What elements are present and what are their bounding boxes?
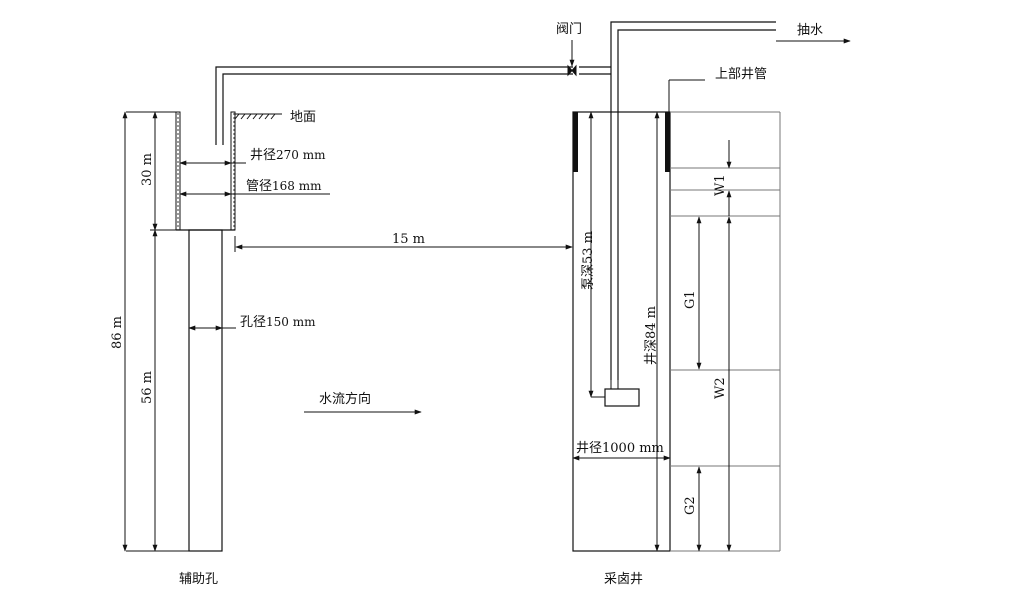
distance-label: 15 m (392, 232, 425, 247)
aux-well-diameter-label: 井径270 mm (250, 148, 326, 163)
ground-label: 地面 (290, 110, 316, 125)
upper-depth-label: 30 m (140, 153, 155, 186)
brine-well-body (572, 111, 671, 552)
lower-depth-label: 56 m (140, 371, 155, 404)
casing-diameter-value: 168 mm (272, 179, 322, 193)
layer-g1-label: G1 (683, 290, 698, 309)
brine-well (572, 79, 705, 552)
main-well-diameter-label: 井径1000 mm (576, 441, 664, 456)
aux-well-diameter-value: 270 mm (276, 148, 326, 162)
auxiliary-hole (122, 111, 330, 552)
pump-out-label: 抽水 (797, 23, 823, 38)
discharge-pipe (215, 21, 851, 380)
casing-diameter-text: 管径 (246, 179, 272, 194)
aux-well-diameter-text: 井径 (250, 148, 276, 163)
aux-lower-borehole (188, 229, 223, 552)
pump-depth-label: 泵深53 m (581, 231, 596, 290)
pump (604, 388, 640, 407)
valve-icon (567, 40, 577, 77)
total-depth-label: 86 m (110, 316, 125, 349)
upper-casing-label: 上部井管 (715, 67, 767, 82)
layer-g2-label: G2 (683, 496, 698, 515)
upper-casing-left (573, 112, 578, 172)
layer-w2-label: W2 (713, 377, 728, 399)
aux-upper-wall-right (230, 111, 236, 231)
casing-diameter-label: 管径168 mm (246, 179, 322, 194)
flow-direction-label: 水流方向 (319, 391, 371, 407)
hole-diameter-label: 孔径150 mm (240, 315, 316, 330)
valve-label: 阀门 (556, 22, 582, 37)
upper-casing-right (665, 112, 670, 172)
hole-diameter-value: 150 mm (266, 315, 316, 329)
well-depth-label: 井深84 m (644, 306, 659, 365)
brine-well-name: 采卤井 (604, 571, 643, 587)
aux-hole-name: 辅助孔 (179, 572, 218, 587)
layer-w1-label: W1 (713, 174, 728, 196)
ground-surface (234, 113, 282, 120)
aux-upper-wall-left (175, 111, 181, 231)
strata-layers (670, 111, 781, 552)
hole-diameter-text: 孔径 (240, 315, 266, 330)
